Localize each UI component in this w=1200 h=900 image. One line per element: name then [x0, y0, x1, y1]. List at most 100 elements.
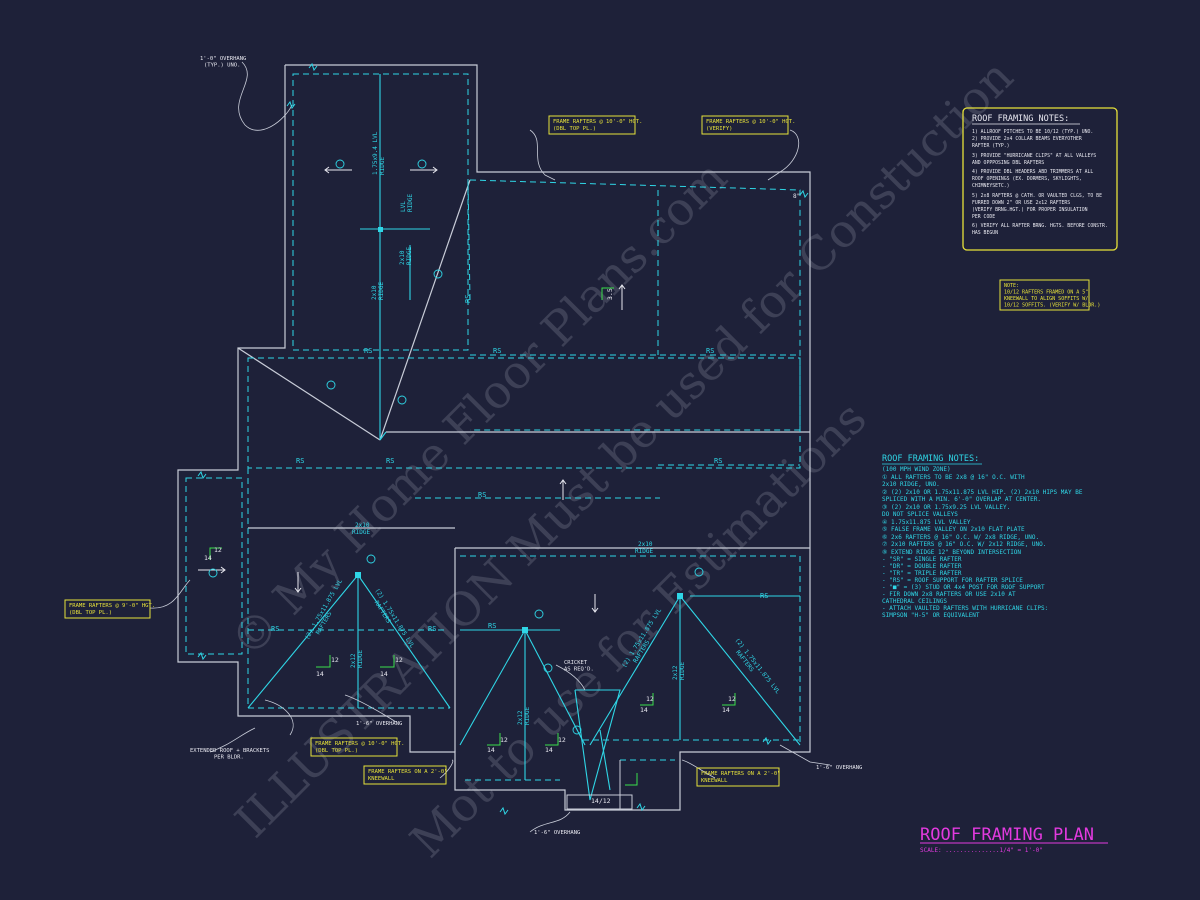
pitch-14-12: 14/12: [591, 797, 611, 805]
svg-text:AND OPPPOSING DBL RAFTERS: AND OPPPOSING DBL RAFTERS: [972, 160, 1044, 166]
callout-kneewall-right: FRAME RAFTERS ON A 2'-0"KNEEWALL: [696, 767, 780, 787]
svg-text:- "SR" = SINGLE RAFTER: - "SR" = SINGLE RAFTER: [882, 556, 962, 563]
rs-label: RS: [364, 347, 372, 355]
svg-text:⑦ 2x10 RAFTERS @ 16" O.C. W/: ⑦ 2x10 RAFTERS @ 16" O.C. W/ 2x12 RIDGE,…: [882, 541, 1046, 548]
callout-kneewall-left: FRAME RAFTERS ON A 2'-0"KNEEWALL: [363, 765, 447, 785]
svg-text:- "DR" = DOUBLE RAFTER: - "DR" = DOUBLE RAFTER: [882, 563, 962, 570]
svg-text:- "TR" = TRIPLE RAFTER: - "TR" = TRIPLE RAFTER: [882, 570, 962, 577]
svg-text:(VERIFY BRNG.HGT.) FOR PROPER: (VERIFY BRNG.HGT.) FOR PROPER INSULATION: [972, 207, 1088, 213]
rs-label: RS: [271, 625, 279, 633]
svg-text:⑧ EXTEND RIDGE 12" BEYOND INT: ⑧ EXTEND RIDGE 12" BEYOND INTERSECTION: [882, 549, 1021, 556]
pitch-values: 14 12 14 12 14 12 14 12 14 12 14 12 14 1…: [204, 288, 736, 805]
svg-text:② (2) 2x10 OR 1.75x11.875 LVL: ② (2) 2x10 OR 1.75x11.875 LVL HIP. (2) 2…: [882, 489, 1083, 496]
rs-label: RS: [478, 491, 486, 499]
pitch-14: 14: [640, 706, 648, 714]
roof-framing-notes-box: ROOF FRAMING NOTES: 1) ALLROOF PITCHES T…: [962, 107, 1118, 251]
roof-framing-legend: ROOF FRAMING NOTES: (100 MPH WIND ZONE) …: [882, 454, 1083, 619]
bumpout: [566, 760, 633, 810]
rs-label: RS: [386, 457, 394, 465]
svg-text:FURRED DOWN 2" OR USE 2x12 RAF: FURRED DOWN 2" OR USE 2x12 RAFTERS: [972, 200, 1070, 206]
svg-text:⑤ FALSE FRAME VALLEY ON 2x10: ⑤ FALSE FRAME VALLEY ON 2x10 FLAT PLATE: [882, 526, 1025, 533]
ridge-2x12-label: 2x12RIDGE: [517, 707, 531, 725]
overhang-label-1: 1'-6" OVERHANG: [356, 721, 402, 727]
rs-label: RS: [714, 457, 722, 465]
svg-text:- "RS" = ROOF SUPPORT FOR RAF: - "RS" = ROOF SUPPORT FOR RAFTER SPLICE: [882, 577, 1023, 584]
pitch-12: 12: [214, 546, 222, 554]
white-callouts: 1'-0" OVERHANG(TYP.) UNO. EXTENDED ROOF …: [190, 56, 862, 836]
ridge-2x12-label: 2x12RIDGE: [350, 650, 364, 668]
svg-text:2x10 RIDGE, UNO.: 2x10 RIDGE, UNO.: [882, 481, 940, 488]
rafter-arrows: [198, 166, 626, 613]
lvl-ridge-label: 1.75x9.4 LVLRIDGE: [372, 131, 386, 175]
overhang-small-label: 8": [793, 193, 800, 200]
svg-text:RAFTER (TYP.): RAFTER (TYP.): [972, 143, 1010, 149]
pitch-3-5: 3.5: [606, 288, 614, 300]
svg-text:- FIR DOWN 2x8 RAFTERS OR USE: - FIR DOWN 2x8 RAFTERS OR USE 2x10 AT: [882, 591, 1016, 598]
svg-text:PER CODE: PER CODE: [972, 214, 995, 220]
svg-text:SPLICED WITH A MIN. 6'-0" OVER: SPLICED WITH A MIN. 6'-0" OVERLAP AT CEN…: [882, 496, 1041, 503]
svg-text:SIMPSON "H-5" OR EQUIVALENT: SIMPSON "H-5" OR EQUIVALENT: [882, 612, 980, 619]
svg-text:FRAME RAFTERS ON A 2'-0"KNEEWA: FRAME RAFTERS ON A 2'-0"KNEEWALL: [368, 769, 447, 782]
ridge-2x10-label: 2x10RIDGE: [399, 247, 413, 265]
svg-text:FRAME RAFTERS @ 10'-0" HGT.(DB: FRAME RAFTERS @ 10'-0" HGT.(DBL TOP PL.): [315, 741, 404, 754]
ridge-2x10-label: 2x10RIDGE: [371, 282, 385, 300]
svg-text:6) VERIFY ALL RAFTER BRNG. HGT: 6) VERIFY ALL RAFTER BRNG. HGTS. BEFORE …: [972, 223, 1108, 229]
svg-text:5) 2x8 RAFTERS @ CATH. OR VAUL: 5) 2x8 RAFTERS @ CATH. OR VAULTED CLGS, …: [972, 193, 1102, 199]
svg-text:CATHEDRAL CEILINGS: CATHEDRAL CEILINGS: [882, 598, 947, 605]
ridge-2x12-label: 2x12RIDGE: [672, 662, 686, 680]
svg-text:FRAME RAFTERS ON A 2'-0"KNEEWA: FRAME RAFTERS ON A 2'-0"KNEEWALL: [701, 771, 780, 784]
pitch-12: 12: [331, 656, 339, 664]
svg-text:(100 MPH WIND ZONE): (100 MPH WIND ZONE): [882, 466, 951, 473]
title-block: ROOF FRAMING PLAN SCALE: ...............…: [920, 825, 1108, 854]
pitch-12: 12: [395, 656, 403, 664]
pitch-14: 14: [204, 554, 212, 562]
rs-label: RS: [428, 625, 436, 633]
rs-labels: RS RS RS RS RS RS RS RS RS RS RS RS: [271, 295, 768, 633]
callout-frame-10-bottom: FRAME RAFTERS @ 10'-0" HGT.(DBL TOP PL.): [310, 737, 404, 757]
pitch-12: 12: [728, 695, 736, 703]
pitch-12: 12: [558, 736, 566, 744]
pitch-14: 14: [380, 670, 388, 678]
svg-text:NOTE: 10/12 RAFTERS FRAM: NOTE: 10/12 RAFTERS FRAMED ON A 5" KNEEW…: [1004, 283, 1100, 309]
legend-title: ROOF FRAMING NOTES:: [882, 454, 979, 464]
callout-note-small: NOTE: 10/12 RAFTERS FRAMED ON A 5" KNEEW…: [999, 279, 1100, 311]
post-markers: [355, 227, 683, 633]
ridge-lines: [247, 74, 801, 801]
callout-frame-10-top: FRAME RAFTERS @ 10'-0" HGT.(DBL TOP PL.): [548, 115, 642, 135]
rs-label: RS: [464, 295, 472, 303]
svg-text:⑥ 2x6 RAFTERS @ 16" O.C. W/ 2: ⑥ 2x6 RAFTERS @ 16" O.C. W/ 2x8 RIDGE, U…: [882, 534, 1039, 541]
svg-text:3) PROVIDE "HURRICANE CLIPS" A: 3) PROVIDE "HURRICANE CLIPS" AT ALL VALL…: [972, 153, 1096, 159]
overhang-typ-label: 1'-0" OVERHANG(TYP.) UNO.: [200, 56, 246, 69]
svg-text:FRAME RAFTERS @ 9'-0" HGT.(DBL: FRAME RAFTERS @ 9'-0" HGT.(DBL TOP PL.): [69, 603, 155, 616]
callout-frame-10-verify: FRAME RAFTERS @ 10'-0" HGT.(VERIFY): [701, 115, 795, 135]
svg-text:- "■" = (3) STUD OR 4x4 POST: - "■" = (3) STUD OR 4x4 POST FOR ROOF SU…: [882, 584, 1045, 591]
rs-label: RS: [488, 622, 496, 630]
exterior-walls: [177, 64, 811, 811]
svg-text:HAS BEGUN: HAS BEGUN: [972, 230, 998, 236]
rs-label: RS: [760, 592, 768, 600]
key-note-circles: [208, 159, 704, 735]
svg-text:4) PROVIDE DBL HEADERS ABD TRI: 4) PROVIDE DBL HEADERS ABD TRIMMERS AT A…: [972, 169, 1093, 175]
overhang-label-2: 1'-6" OVERHANG: [816, 765, 862, 771]
dashed-plate-lines: [185, 73, 801, 781]
svg-text:ROOF OPENINGS (EX. DORMERS, SK: ROOF OPENINGS (EX. DORMERS, SKYLIGHTS,: [972, 176, 1082, 182]
break-ticks: [197, 62, 809, 816]
pitch-12: 12: [500, 736, 508, 744]
lvl-ridge-label: LVLRIDGE: [400, 194, 414, 212]
svg-text:FRAME RAFTERS @ 10'-0" HGT.(VE: FRAME RAFTERS @ 10'-0" HGT.(VERIFY): [706, 119, 795, 132]
svg-text:③ (2) 2x10 OR 1.75x9.25 LVL V: ③ (2) 2x10 OR 1.75x9.25 LVL VALLEY.: [882, 504, 1010, 511]
rs-label: RS: [296, 457, 304, 465]
callout-frame-9: FRAME RAFTERS @ 9'-0" HGT.(DBL TOP PL.): [64, 599, 155, 619]
svg-text:- ATTACH VAULTED RAFTERS WITH: - ATTACH VAULTED RAFTERS WITH HURRICANE …: [882, 605, 1048, 612]
pitch-14: 14: [316, 670, 324, 678]
rs-label: RS: [706, 347, 714, 355]
svg-text:DO NOT SPLICE VALLEYS: DO NOT SPLICE VALLEYS: [882, 511, 958, 518]
pitch-14: 14: [487, 746, 495, 754]
svg-text:④ 1.75x11.875 LVL VALLEY: ④ 1.75x11.875 LVL VALLEY: [882, 519, 971, 526]
plan-title: ROOF FRAMING PLAN: [920, 825, 1094, 845]
pitch-14: 14: [722, 706, 730, 714]
